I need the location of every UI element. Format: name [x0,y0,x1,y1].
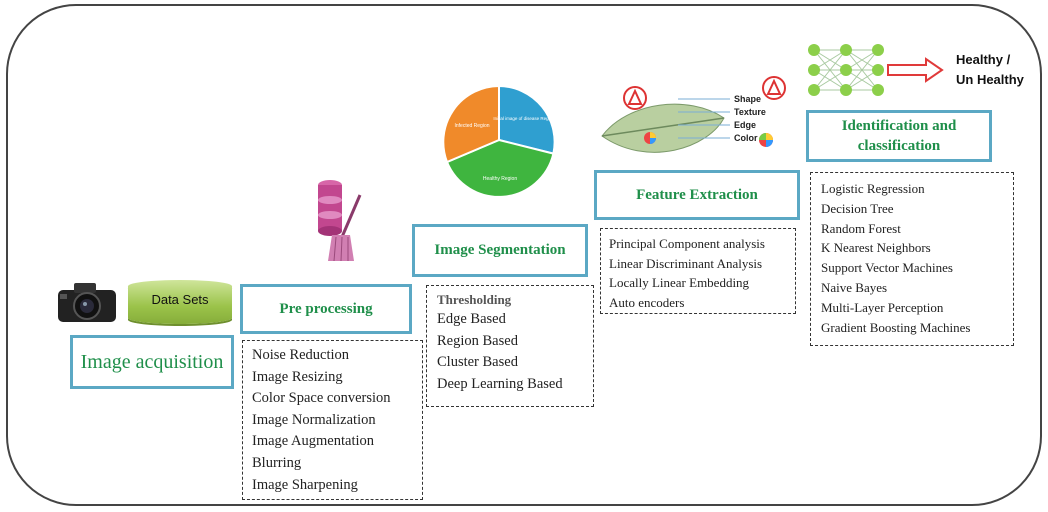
feature-item: Linear Discriminant Analysis [609,255,763,271]
classification-box: Identification and classification [806,110,992,162]
preprocessing-item: Color Space conversion [252,390,391,407]
feature-item: Auto encoders [609,294,685,310]
segmentation-item: Edge Based [437,311,506,327]
preprocessing-box: Pre processing [240,284,412,334]
segmentation-item: Cluster Based [437,354,518,370]
preprocessing-item: Image Sharpening [252,476,358,493]
datasets-cylinder: Data Sets [128,280,232,324]
diagram-frame [6,4,1042,506]
classification-title-line2: classification [857,138,941,154]
acquisition-title: Image acquisition [80,350,224,373]
classifier-item: Gradient Boosting Machines [821,319,971,335]
classifier-item: Random Forest [821,220,901,236]
feature-item: Principal Component analysis [609,236,765,251]
classification-list: Logistic Regression Decision Tree Random… [810,172,1014,346]
datasets-label: Data Sets [151,292,209,307]
segmentation-item: Region Based [437,332,518,349]
leaf-label-shape: Shape [734,94,761,104]
feature-item: Locally Linear Embedding [609,275,750,290]
preprocessing-item: Noise Reduction [252,347,350,363]
preprocessing-item: Blurring [252,454,302,471]
database-broom-icon [318,180,362,262]
preprocessing-list: Noise Reduction Image Resizing Color Spa… [242,340,423,500]
classifier-item: Naive Bayes [821,279,888,295]
acquisition-box: Image acquisition [70,335,234,389]
segmentation-pie: Infected Region Initial image of disease… [442,84,556,198]
feature-title: Feature Extraction [636,186,758,203]
pie-label-infected: Infected Region [454,123,489,129]
preprocessing-title: Pre processing [279,300,373,317]
leaf-label-color: Color [734,133,758,143]
output-healthy: Healthy / [956,52,1011,67]
segmentation-header: Thresholding [437,292,512,307]
preprocessing-item: Image Normalization [252,411,376,428]
pie-label-initial: Initial image of disease Region [493,116,555,121]
feature-list: Principal Component analysis Linear Disc… [600,228,796,314]
classifier-item: K Nearest Neighbors [821,240,931,256]
feature-box: Feature Extraction [594,170,800,220]
preprocessing-item: Image Augmentation [252,433,375,450]
output-unhealthy: Un Healthy [956,72,1024,87]
classifier-item: Multi-Layer Perception [821,299,944,315]
classifier-item: Logistic Regression [821,181,925,196]
leaf-label-edge: Edge [734,120,756,130]
leaf-feature-illustration: Shape Texture Edge Color [601,76,786,153]
classification-title-line1: Identification and [841,118,957,134]
leaf-label-texture: Texture [734,107,766,117]
segmentation-list: Thresholding Edge Based Region Based Clu… [426,285,594,407]
classifier-item: Support Vector Machines [821,260,953,276]
neural-network-icon [808,44,944,96]
classifier-item: Decision Tree [821,200,894,216]
camera-icon [58,283,116,322]
segmentation-item: Deep Learning Based [437,375,563,392]
preprocessing-item: Image Resizing [252,368,343,385]
segmentation-box: Image Segmentation [412,224,588,277]
pie-label-healthy: Healthy Region [483,176,517,182]
segmentation-title: Image Segmentation [434,242,566,258]
